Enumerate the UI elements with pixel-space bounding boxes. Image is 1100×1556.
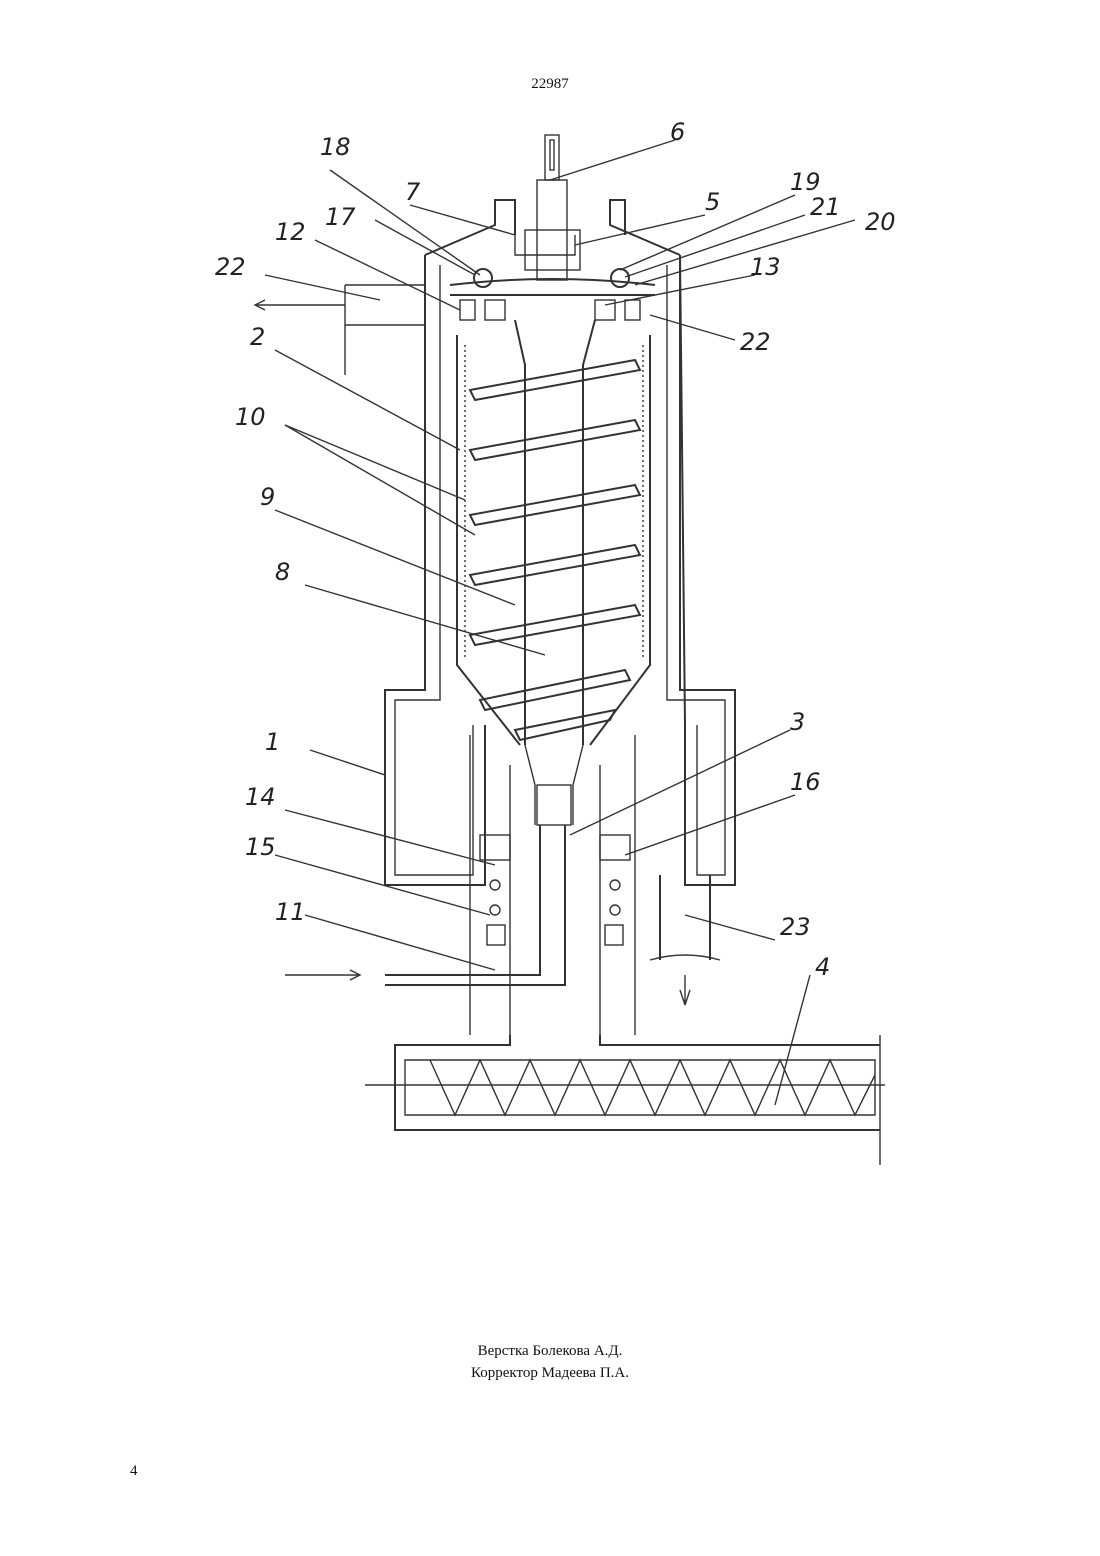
label-15: 15 bbox=[245, 833, 276, 861]
central-tube bbox=[515, 320, 595, 825]
label-20: 20 bbox=[865, 208, 896, 236]
screw-conveyor bbox=[365, 1035, 885, 1165]
label-16: 16 bbox=[790, 768, 821, 796]
flow-arrows bbox=[255, 285, 425, 980]
top-plate bbox=[450, 269, 655, 320]
apparatus-diagram: 6 7 5 18 19 21 20 17 12 22 13 22 2 10 9 … bbox=[215, 105, 915, 1170]
label-2: 2 bbox=[250, 323, 265, 351]
label-14: 14 bbox=[245, 783, 276, 811]
label-8: 8 bbox=[275, 558, 290, 586]
label-5: 5 bbox=[705, 188, 720, 216]
label-6: 6 bbox=[670, 118, 685, 146]
label-22-right: 22 bbox=[740, 328, 771, 356]
proofreader-credit: Корректор Мадеева П.А. bbox=[0, 1362, 1100, 1384]
label-12: 12 bbox=[275, 218, 306, 246]
label-10: 10 bbox=[235, 403, 266, 431]
auger-flights bbox=[470, 360, 640, 740]
label-23: 23 bbox=[780, 913, 811, 941]
label-3: 3 bbox=[790, 708, 805, 736]
sieve-drum bbox=[457, 335, 650, 745]
label-21: 21 bbox=[810, 193, 841, 221]
label-13: 13 bbox=[750, 253, 781, 281]
page-number: 4 bbox=[130, 1463, 138, 1480]
label-11: 11 bbox=[275, 898, 306, 926]
label-9: 9 bbox=[260, 483, 275, 511]
discharge-pipe bbox=[650, 875, 720, 1005]
label-7: 7 bbox=[405, 178, 421, 206]
label-17: 17 bbox=[325, 203, 356, 231]
patent-number: 22987 bbox=[0, 76, 1100, 93]
label-1: 1 bbox=[265, 728, 280, 756]
reference-numerals: 6 7 5 18 19 21 20 17 12 22 13 22 2 10 9 … bbox=[215, 118, 896, 981]
technical-drawing: 6 7 5 18 19 21 20 17 12 22 13 22 2 10 9 … bbox=[215, 105, 915, 1170]
label-22-left: 22 bbox=[215, 253, 246, 281]
label-19: 19 bbox=[790, 168, 821, 196]
credits-block: Верстка Болекова А.Д. Корректор Мадеева … bbox=[0, 1340, 1100, 1384]
outer-housing bbox=[385, 200, 735, 885]
label-4: 4 bbox=[815, 953, 830, 981]
drive-shaft bbox=[525, 135, 580, 280]
label-18: 18 bbox=[320, 133, 351, 161]
layout-credit: Верстка Болекова А.Д. bbox=[0, 1340, 1100, 1362]
